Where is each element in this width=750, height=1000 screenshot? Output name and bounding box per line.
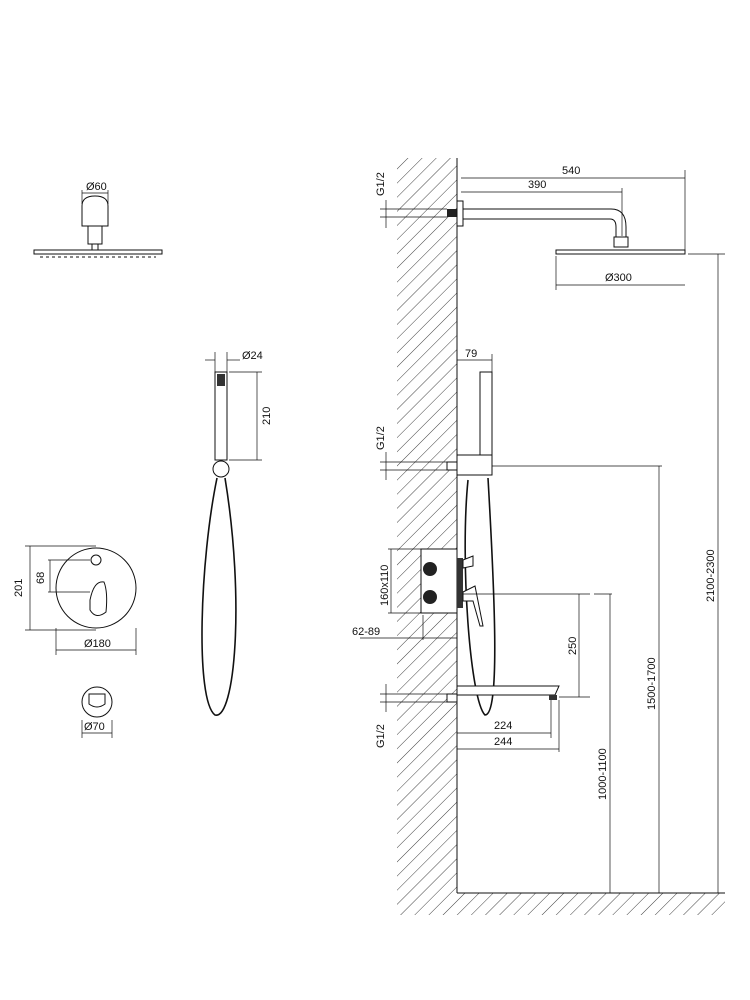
spout-224-label: 224 [494,720,512,732]
spout-side: 250 224 244 G1/2 [375,593,590,752]
spout-height-label: 1000-1100 [597,748,609,800]
box-depth-label: 62-89 [352,626,380,638]
arm-length-label: 390 [528,179,546,191]
hand-offset-label: 79 [465,348,477,360]
thread-low-label: G1/2 [375,724,387,748]
holder-height-label: 1500-1700 [646,657,658,710]
mixer-box-side: 160x110 62-89 [352,548,484,640]
shower-head-top-view: Ø60 [33,181,163,258]
hand-shower-length-label: 210 [261,407,273,425]
thread-top-label: G1/2 [375,172,387,196]
mixer-height-label: 201 [13,579,25,597]
wall-section [397,158,725,915]
outlet-diameter-label: Ø70 [84,721,105,733]
mixer-knob-offset-label: 68 [35,572,47,584]
thread-mid-label: G1/2 [375,426,387,450]
hand-shower-diameter-label: Ø24 [242,350,263,362]
head-side-diameter-label: Ø300 [605,272,632,284]
head-diameter-label: Ø60 [86,181,107,193]
head-height-label: 2100-2300 [705,549,717,602]
hand-shower-view: Ø24 210 [201,350,273,716]
arm-total-label: 540 [562,165,580,177]
mixer-diameter-label: Ø180 [84,638,111,650]
wall-outlet-view: Ø70 [81,686,113,738]
height-dimensions: 1000-1100 1500-1700 2100-2300 [492,253,725,893]
shower-arm-side: 540 390 Ø300 G1/2 [375,165,686,290]
mixer-front-view: 201 68 Ø180 [13,545,137,655]
box-size-label: 160x110 [379,565,391,606]
spout-244-label: 244 [494,736,512,748]
spout-drop-label: 250 [567,637,579,655]
